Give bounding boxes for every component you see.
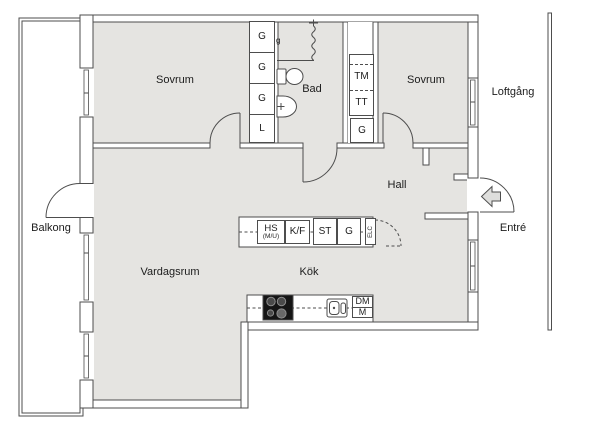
bath-sink <box>276 95 297 118</box>
wall-bottom-livingroom <box>92 399 242 409</box>
window-sovrum2 <box>468 77 478 128</box>
washer-dryer-stack: TM TT <box>349 54 374 116</box>
electrical-cabinet-label: ELC <box>367 225 374 238</box>
shower-curtain <box>311 25 316 61</box>
closet-g3-label: G <box>258 93 266 104</box>
room-label-vardagsrum: Vardagsrum <box>140 266 200 278</box>
wall-top <box>79 14 479 23</box>
door-entry <box>479 177 515 213</box>
wall-bath-right <box>342 21 349 144</box>
kitchen-pantry-label: G <box>345 225 353 237</box>
closet-l: L <box>249 114 275 143</box>
window-livingroom-2 <box>79 331 94 381</box>
room-label-sovrum-1: Sovrum <box>156 74 194 86</box>
door-openings <box>79 177 479 218</box>
window-livingroom-1 <box>79 232 94 303</box>
closet-g1-label: G <box>258 31 266 42</box>
microwave-label: M <box>358 306 367 317</box>
window-entry <box>468 239 478 293</box>
dishwasher-micro-unit: DM M <box>352 296 373 318</box>
room-label-hall: Hall <box>387 179 407 191</box>
area-label-balkong: Balkong <box>31 222 71 234</box>
kitchen-hs-label: HS <box>264 222 278 234</box>
entry-arrow-icon <box>480 185 501 208</box>
closet-g3: G <box>249 83 275 115</box>
hall-closet-label: G <box>358 124 366 136</box>
kitchen-sink <box>326 298 348 318</box>
area-label-entre: Entré <box>499 222 527 234</box>
fridge-freezer-label: K/F <box>289 226 306 237</box>
dishwasher-label: DM <box>355 296 370 307</box>
fridge-freezer: K/F <box>285 220 310 244</box>
closet-g2: G <box>249 52 275 84</box>
area-label-loftgang: Loftgång <box>491 86 535 98</box>
closet-l-label: L <box>259 122 265 134</box>
closet-g2-label: G <box>258 62 266 73</box>
stove <box>262 294 294 321</box>
microwave: M <box>353 306 372 318</box>
washer-dryer-top <box>350 55 373 65</box>
dryer: TT <box>350 91 373 116</box>
wall-entry-jamb <box>453 173 469 181</box>
kitchen-hs-unit: HS (M/U) <box>257 220 285 244</box>
washer-label: TM <box>354 71 369 83</box>
wall-bottom-kitchen <box>247 321 479 331</box>
wall-entry-nook <box>424 212 469 220</box>
toilet <box>276 68 304 85</box>
door-balcony <box>45 183 81 218</box>
kitchen-st-label: ST <box>318 225 332 237</box>
room-label-sovrum-2: Sovrum <box>407 74 445 86</box>
shower <box>277 19 318 61</box>
room-label-kok: Kök <box>299 266 319 278</box>
door-sovrum2 <box>382 112 414 144</box>
washer: TM <box>350 65 373 91</box>
room-label-bad: Bad <box>302 83 322 95</box>
loftgang-railing <box>547 12 552 331</box>
dryer-label: TT <box>355 96 368 108</box>
dishwasher: DM <box>353 297 372 308</box>
bath-wall-mark: g <box>276 36 281 45</box>
closet-g1: G <box>249 21 275 53</box>
window-sovrum1 <box>79 67 94 118</box>
kitchen-hs-sub-label: (M/U) <box>262 233 280 240</box>
wall-stub-hall <box>422 147 430 166</box>
kitchen-pantry: G <box>337 218 361 245</box>
door-bath <box>302 147 338 183</box>
hall-closet: G <box>350 118 374 143</box>
electrical-cabinet: ELC <box>365 218 376 245</box>
wall-step <box>240 321 249 409</box>
kitchen-st-unit: ST <box>313 218 337 245</box>
door-sovrum1 <box>209 112 241 144</box>
